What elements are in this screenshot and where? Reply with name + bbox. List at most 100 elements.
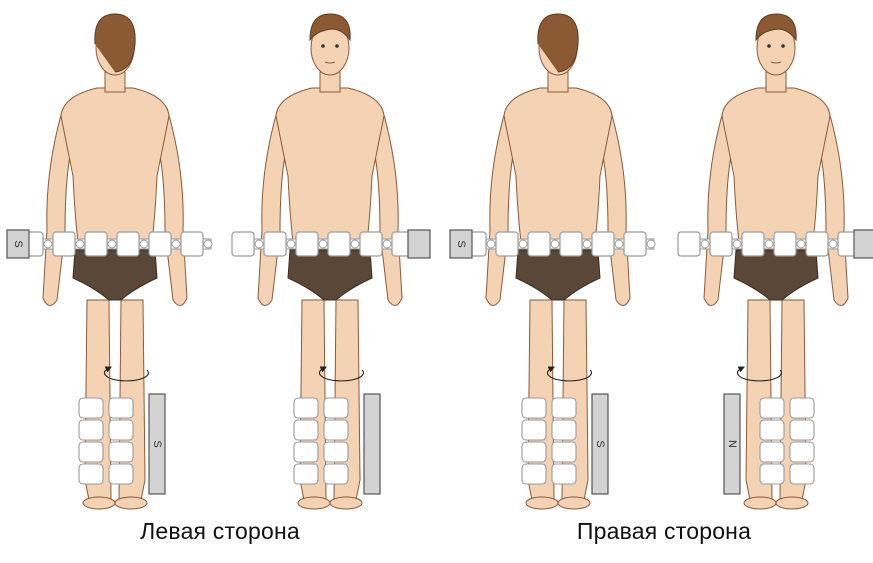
leg-cuff-module	[324, 464, 348, 484]
waist-belt-module	[360, 232, 382, 256]
torso	[504, 88, 612, 250]
briefs	[288, 250, 372, 300]
leg-cuff-module	[552, 420, 576, 440]
leg-cuff-module	[760, 442, 784, 462]
waist-belt-module	[624, 232, 646, 256]
leg-cuff-module	[109, 398, 133, 418]
waist-belt-connector	[76, 240, 84, 248]
briefs	[516, 250, 600, 300]
leg-cuff-module	[294, 398, 318, 418]
leg-cuff-module	[109, 442, 133, 462]
caption-right-side: Правая сторона	[514, 518, 814, 545]
figure-back-left: SS	[7, 14, 212, 509]
leg-cuff-module	[79, 420, 103, 440]
figure-front-right: N	[678, 14, 873, 509]
waist-belt-connector	[172, 240, 180, 248]
waist-belt-connector	[829, 240, 837, 248]
waist-belt-module	[710, 232, 732, 256]
waist-belt-module	[528, 232, 550, 256]
leg-cuff-module	[294, 442, 318, 462]
waist-pole-plate	[854, 230, 873, 258]
leg-pole-plate-label: N	[726, 440, 738, 448]
leg-cuff-module	[790, 464, 814, 484]
leg-cuff-module	[760, 464, 784, 484]
foot-left	[83, 497, 115, 509]
foot-left	[744, 497, 776, 509]
foot-left	[526, 497, 558, 509]
leg-cuff-module	[324, 420, 348, 440]
waist-pole-plate-label: S	[455, 240, 467, 247]
waist-belt-module	[53, 232, 75, 256]
eye-left	[767, 44, 771, 48]
waist-belt-module	[181, 232, 203, 256]
waist-belt-module	[806, 232, 828, 256]
briefs	[734, 250, 818, 300]
waist-pole-plate	[408, 230, 430, 258]
waist-belt-module	[264, 232, 286, 256]
waist-belt-connector	[351, 240, 359, 248]
leg-cuff-module	[522, 398, 546, 418]
leg-cuff-module	[790, 442, 814, 462]
waist-belt-connector	[108, 240, 116, 248]
waist-belt-module	[232, 232, 254, 256]
waist-belt-connector	[140, 240, 148, 248]
foot-right	[115, 497, 147, 509]
waist-belt-connector	[319, 240, 327, 248]
foot-right	[558, 497, 590, 509]
waist-belt-connector	[701, 240, 709, 248]
waist-belt-connector	[733, 240, 741, 248]
waist-belt-connector	[287, 240, 295, 248]
waist-belt-module	[149, 232, 171, 256]
leg-cuff-module	[109, 464, 133, 484]
eye-right	[335, 44, 339, 48]
waist-belt-connector	[255, 240, 263, 248]
foot-left	[298, 497, 330, 509]
leg-cuff-module	[324, 398, 348, 418]
leg-cuff-module	[522, 442, 546, 462]
waist-belt-module	[774, 232, 796, 256]
waist-belt-connector	[583, 240, 591, 248]
waist-belt-connector	[615, 240, 623, 248]
waist-belt-connector	[204, 240, 212, 248]
leg-pole-plate-label: S	[151, 440, 163, 447]
waist-belt-connector	[765, 240, 773, 248]
leg-cuff-module	[552, 464, 576, 484]
leg-cuff-module	[79, 464, 103, 484]
waist-pole-plate-label: S	[12, 240, 24, 247]
leg-cuff-module	[760, 398, 784, 418]
waist-belt-module	[742, 232, 764, 256]
leg-cuff-module	[294, 464, 318, 484]
waist-belt-module	[496, 232, 518, 256]
leg-pole-plate-label: S	[594, 440, 606, 447]
figure-back-right: SS	[450, 14, 655, 509]
leg-pole-plate	[364, 394, 380, 494]
caption-left-side: Левая сторона	[70, 518, 370, 545]
torso	[276, 88, 384, 250]
briefs	[73, 250, 157, 300]
waist-belt-connector	[797, 240, 805, 248]
leg-cuff-module	[294, 420, 318, 440]
waist-belt-connector	[551, 240, 559, 248]
leg-cuff-module	[324, 442, 348, 462]
leg-cuff-module	[552, 442, 576, 462]
eye-left	[321, 44, 325, 48]
leg-cuff-module	[79, 442, 103, 462]
leg-cuff-module	[109, 420, 133, 440]
waist-belt-connector	[383, 240, 391, 248]
torso	[722, 88, 830, 250]
foot-right	[330, 497, 362, 509]
waist-belt-connector	[647, 240, 655, 248]
leg-cuff-module	[790, 398, 814, 418]
eye-right	[781, 44, 785, 48]
torso	[61, 88, 169, 250]
leg-cuff-module	[79, 398, 103, 418]
leg-cuff-module	[552, 398, 576, 418]
leg-cuff-module	[522, 464, 546, 484]
leg-cuff-module	[522, 420, 546, 440]
waist-belt-module	[678, 232, 700, 256]
waist-belt-connector	[44, 240, 52, 248]
waist-belt-connector	[487, 240, 495, 248]
figure-front-left	[232, 14, 430, 509]
